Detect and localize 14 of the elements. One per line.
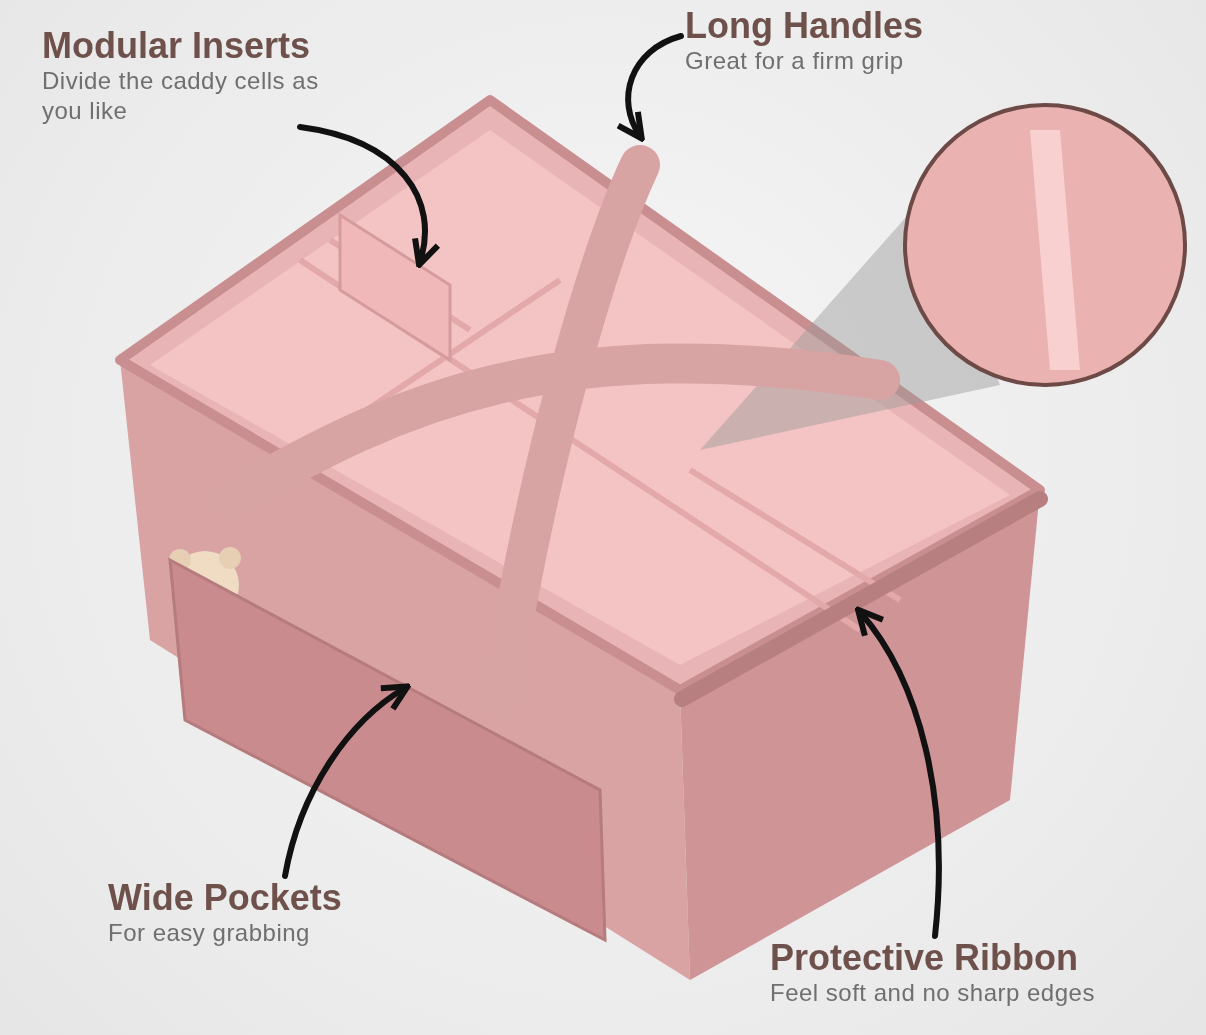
callout-text: Divide the caddy cells as you like <box>42 66 320 126</box>
leader-arrow <box>297 124 440 268</box>
leader-arrow <box>616 33 684 142</box>
divider-panel <box>338 212 452 363</box>
callout-text: For easy grabbing <box>108 918 311 948</box>
callout-heading: Wide Pockets <box>108 878 343 918</box>
leader-arrow <box>282 683 411 879</box>
callout-heading: Long Handles <box>685 6 924 46</box>
callout-text: Great for a firm grip <box>685 46 905 76</box>
callout-heading: Protective Ribbon <box>770 938 1080 978</box>
callout-heading: Modular Inserts <box>42 26 312 66</box>
rim-ribbon <box>674 491 1048 707</box>
leader-arrow <box>855 606 942 939</box>
callout-text: Feel soft and no sharp edges <box>770 978 1096 1008</box>
